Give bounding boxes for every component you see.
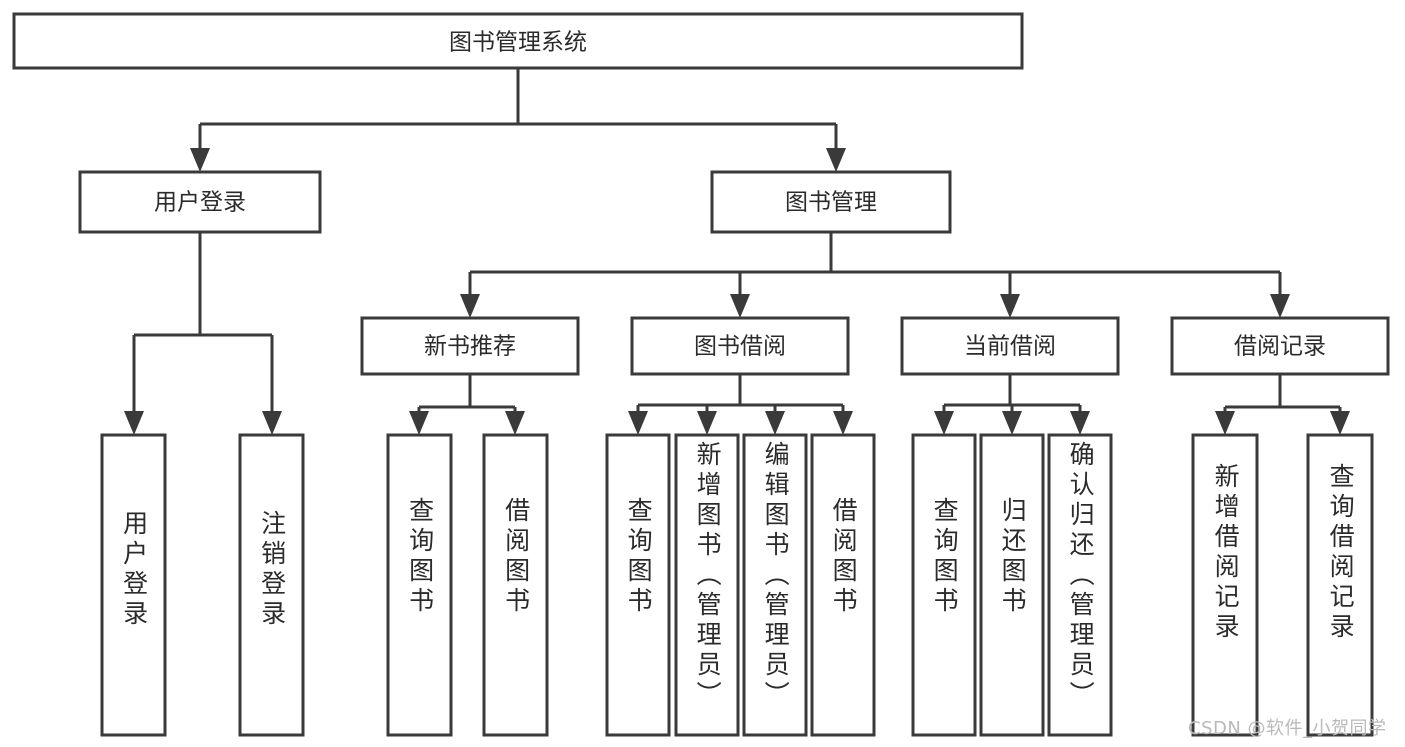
- arrowhead-borrowrecord-leaf-2: [1330, 411, 1350, 435]
- node-root[interactable]: 图书管理系统: [12, 12, 1024, 70]
- leaf-box-confirm-return-admin[interactable]: [1047, 433, 1113, 737]
- node-current-borrow-label: 当前借阅: [964, 334, 1056, 360]
- arrowhead-newbook-leaf-2: [505, 411, 525, 435]
- connector-new-book-rec-branch: [417, 374, 517, 423]
- leaf-box-add-book-admin[interactable]: [674, 433, 740, 737]
- node-new-book-recommend-box[interactable]: [360, 316, 580, 376]
- arrowhead-to-current-borrow: [1000, 294, 1020, 318]
- arrowhead-bookborrow-leaf-4: [833, 411, 853, 435]
- leaf-box-add-borrow-record[interactable]: [1191, 433, 1259, 737]
- node-book-management[interactable]: 图书管理: [710, 170, 952, 234]
- connector-user-login-branch: [132, 232, 274, 423]
- arrowhead-bookborrow-leaf-1: [628, 411, 648, 435]
- arrowhead-to-new-book-rec: [460, 294, 480, 318]
- arrowhead-bookborrow-leaf-2: [697, 411, 717, 435]
- connector-borrow-record-branch: [1223, 374, 1342, 423]
- arrowhead-currentborrow-leaf-3: [1070, 411, 1090, 435]
- node-root-label: 图书管理系统: [449, 30, 587, 56]
- arrowhead-borrowrecord-leaf-1: [1215, 411, 1235, 435]
- node-user-login-label: 用户登录: [154, 190, 246, 216]
- csdn-watermark: CSDN @软件_小贺同学: [1188, 718, 1387, 739]
- leaf-box-query-borrow-record[interactable]: [1306, 433, 1374, 737]
- node-book-management-label: 图书管理: [785, 190, 877, 216]
- node-borrow-record-label: 借阅记录: [1234, 334, 1326, 360]
- leaf-box-borrow-book-rec[interactable]: [482, 433, 549, 737]
- node-book-borrow-label: 图书借阅: [694, 334, 786, 360]
- leaf-box-edit-book-admin[interactable]: [742, 433, 808, 737]
- node-user-login-box[interactable]: [78, 170, 322, 234]
- leaf-box-query-book-borrow[interactable]: [605, 433, 671, 737]
- arrowhead-to-borrow-record: [1270, 294, 1290, 318]
- leaf-box-user-login[interactable]: [100, 433, 167, 737]
- node-current-borrow[interactable]: 当前借阅: [900, 316, 1120, 376]
- connector-book-borrow-branch: [636, 374, 845, 423]
- arrowhead-user-login-leaf-1: [124, 411, 144, 435]
- node-book-management-box[interactable]: [710, 170, 952, 234]
- node-current-borrow-box[interactable]: [900, 316, 1120, 376]
- arrowhead-to-book-borrow: [730, 294, 750, 318]
- leaf-box-query-book-current[interactable]: [911, 433, 977, 737]
- arrowhead-to-user-login: [190, 148, 210, 172]
- node-user-login[interactable]: 用户登录: [78, 170, 322, 234]
- arrowhead-user-login-leaf-2: [262, 411, 282, 435]
- node-root-box[interactable]: [12, 12, 1024, 70]
- connector-root-trunk: [198, 68, 838, 160]
- leaf-box-return-book[interactable]: [979, 433, 1045, 737]
- leaf-box-logout-login[interactable]: [238, 433, 305, 737]
- arrowhead-currentborrow-leaf-2: [1002, 411, 1022, 435]
- node-borrow-record[interactable]: 借阅记录: [1170, 316, 1390, 376]
- node-new-book-recommend-label: 新书推荐: [424, 334, 516, 360]
- node-new-book-recommend[interactable]: 新书推荐: [360, 316, 580, 376]
- leaf-box-query-book-rec[interactable]: [386, 433, 453, 737]
- arrowhead-currentborrow-leaf-1: [934, 411, 954, 435]
- leaf-box-layer: [100, 433, 1374, 737]
- node-borrow-record-box[interactable]: [1170, 316, 1390, 376]
- arrowhead-newbook-leaf-1: [409, 411, 429, 435]
- arrowhead-to-book-mgmt: [826, 148, 846, 172]
- node-book-borrow[interactable]: 图书借阅: [630, 316, 850, 376]
- arrowhead-bookborrow-leaf-3: [765, 411, 785, 435]
- node-book-borrow-box[interactable]: [630, 316, 850, 376]
- leaf-box-borrow-book[interactable]: [810, 433, 876, 737]
- connector-layer: [124, 68, 1350, 435]
- connector-book-mgmt-branch: [468, 232, 1282, 306]
